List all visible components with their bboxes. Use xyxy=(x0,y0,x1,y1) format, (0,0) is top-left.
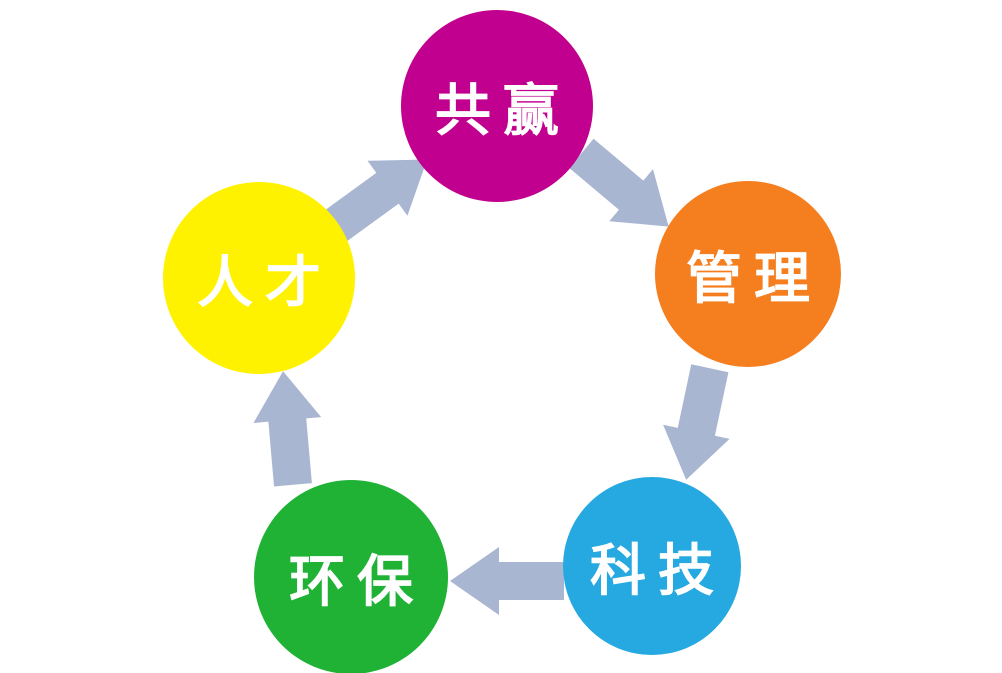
node-environment-label: 环保 xyxy=(289,551,425,614)
arrow-winwin-to-management xyxy=(569,138,669,227)
arrow-management-to-technology xyxy=(663,364,730,480)
arrow-environment-to-talent xyxy=(253,371,322,487)
node-win-win: 共赢 xyxy=(401,10,593,202)
node-management-label: 管理 xyxy=(686,248,822,311)
node-win-win-label: 共赢 xyxy=(435,80,571,143)
node-environment: 环保 xyxy=(254,480,448,673)
node-talent-label: 人才 xyxy=(197,252,333,315)
node-technology-label: 科技 xyxy=(590,540,726,603)
node-management: 管理 xyxy=(655,181,841,367)
arrow-technology-to-environment xyxy=(450,547,564,615)
node-talent: 人才 xyxy=(163,182,355,374)
arrow-talent-to-winwin xyxy=(323,159,428,242)
node-technology: 科技 xyxy=(563,477,741,655)
